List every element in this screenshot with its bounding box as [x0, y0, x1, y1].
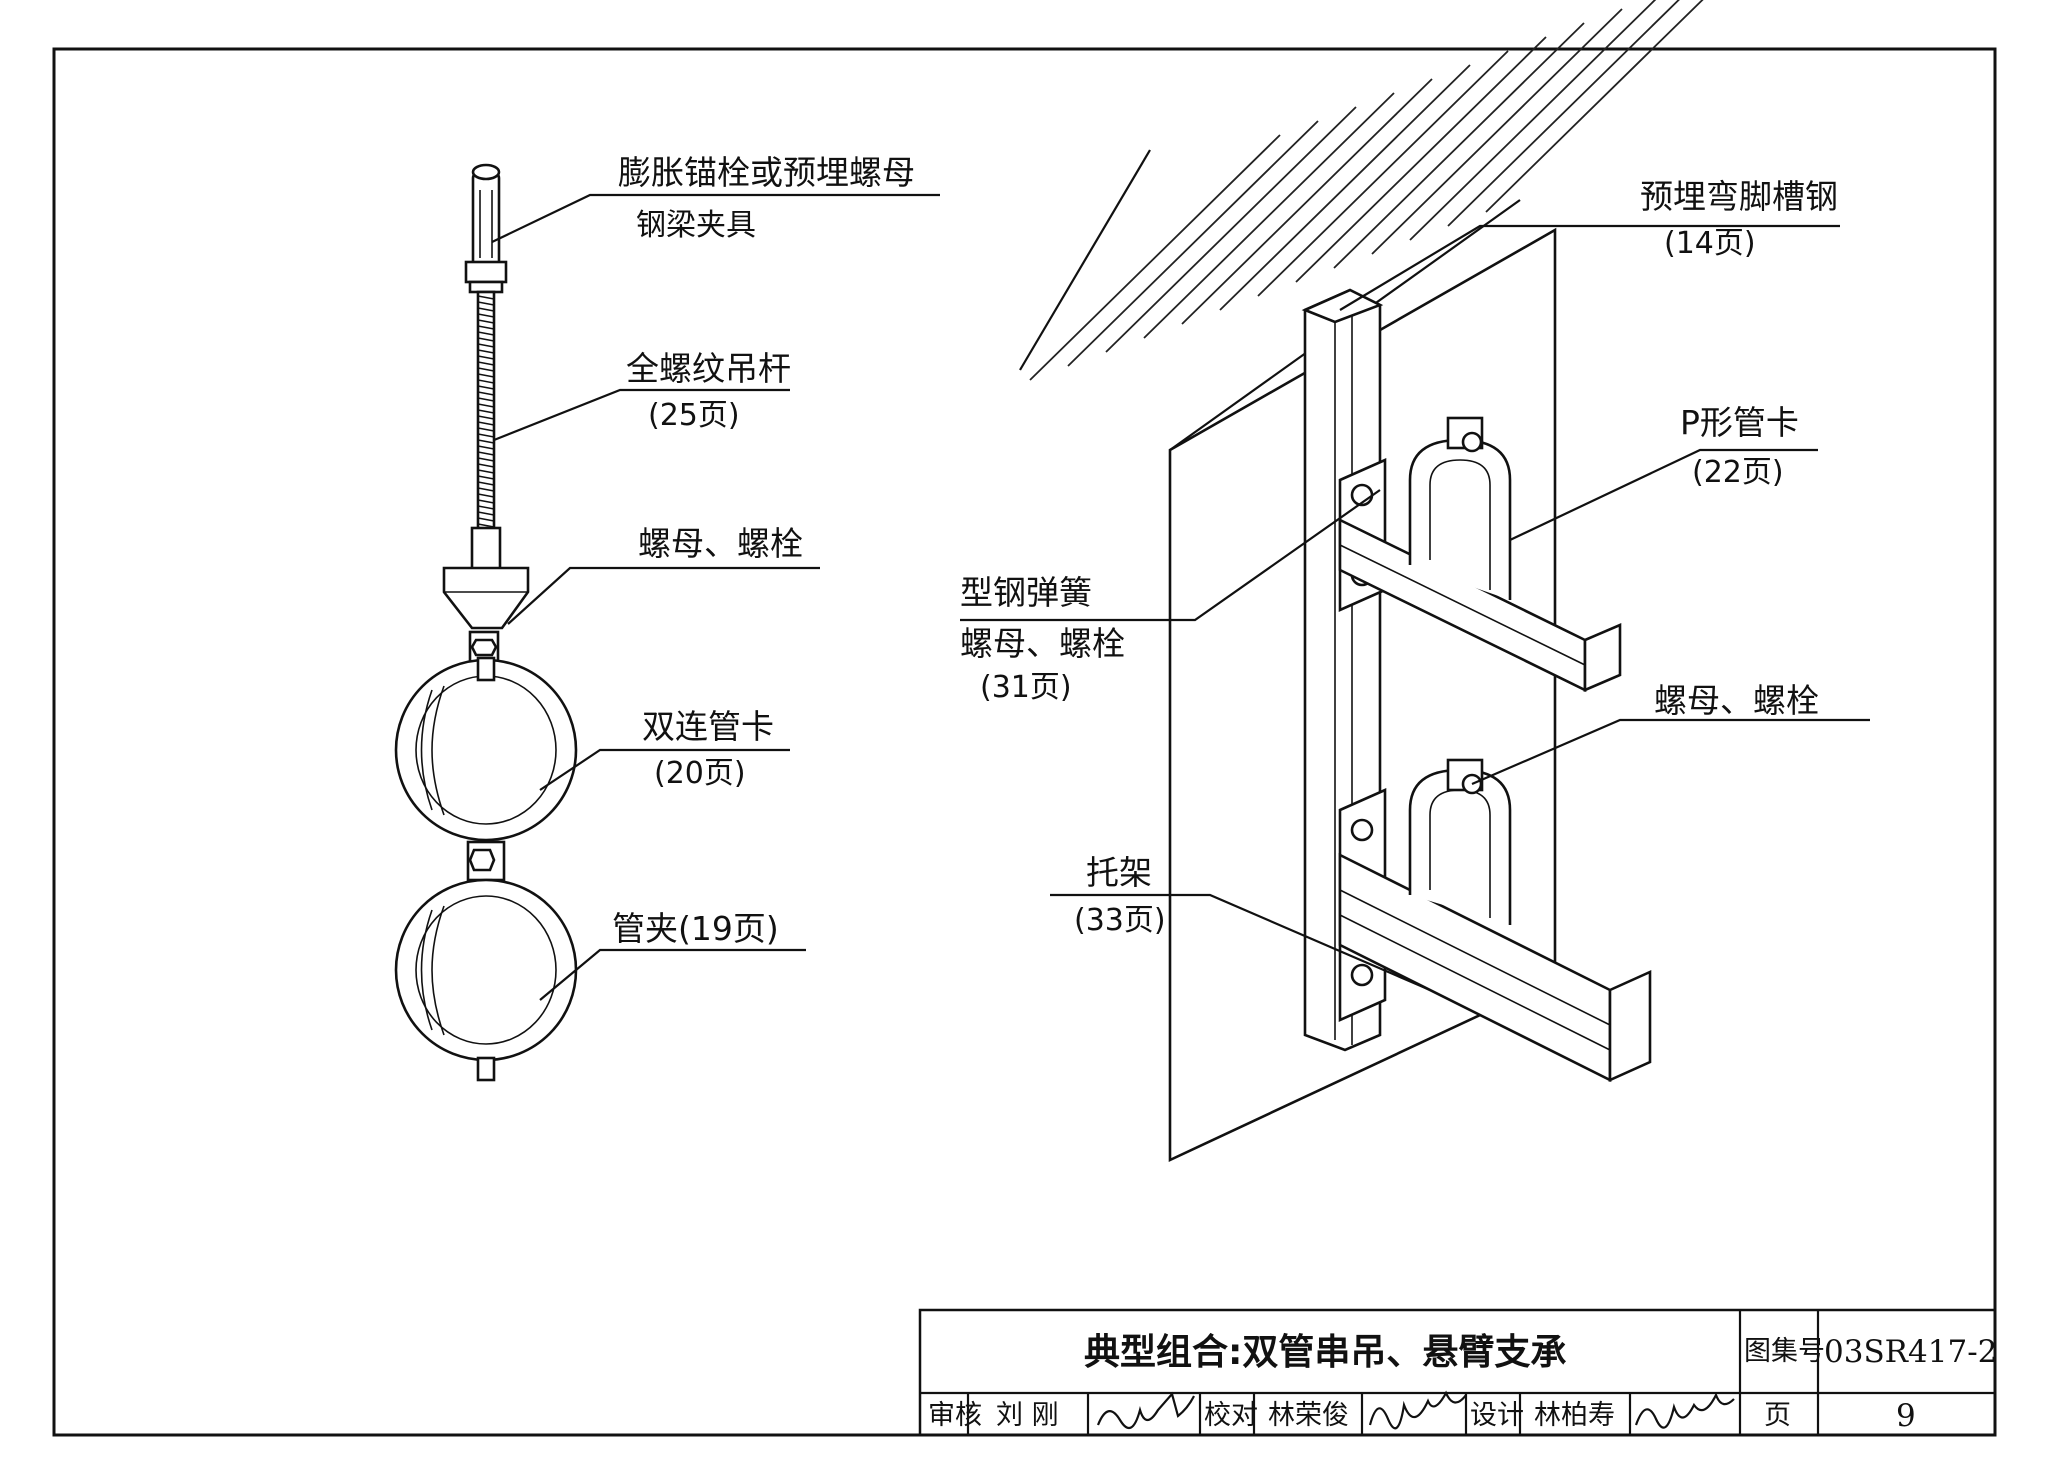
threaded-rod-page: (25页) [648, 398, 740, 433]
slab-hatch-line [1105, 106, 1357, 353]
drawing-title: 典型组合:双管串吊、悬臂支承 [1084, 1332, 1566, 1373]
rod-thread [477, 511, 495, 516]
designer-name: 林柏寿 [1534, 1400, 1615, 1431]
rod-thread [477, 343, 495, 348]
rod-thread [477, 307, 495, 312]
page-number: 9 [1896, 1398, 1916, 1434]
slab-hatch-line [1143, 92, 1395, 339]
bracket-label: 托架 [1086, 853, 1152, 892]
rod-thread [477, 505, 495, 510]
rod-thread [477, 361, 495, 366]
rod-thread [477, 391, 495, 396]
spring-nut-label: 型钢弹簧 [960, 573, 1092, 612]
rod-thread [477, 367, 495, 372]
checker-signature [1368, 1390, 1467, 1430]
spring-nut-bolt-label: 螺母、螺栓 [960, 624, 1125, 663]
rod-thread [477, 379, 495, 384]
slab-hatch-line [1067, 120, 1319, 367]
slab-hatch-line [1219, 64, 1471, 311]
embedded-channel-page: (14页) [1664, 226, 1756, 261]
slab-hatch-line [1409, 0, 1657, 241]
p-clamp-page: (22页) [1692, 455, 1784, 490]
rod-thread [477, 313, 495, 318]
slab-hatch-line [1333, 22, 1585, 269]
rod-thread [477, 301, 495, 306]
reviewer-signature [1096, 1391, 1195, 1430]
rod-thread [477, 409, 495, 414]
rod-thread [477, 295, 495, 300]
design-label: 设计 [1470, 1400, 1524, 1431]
page-label: 页 [1764, 1400, 1791, 1431]
rod-thread [477, 433, 495, 438]
slab-hatch-line [1485, 0, 1704, 213]
check-label: 校对 [1204, 1400, 1258, 1431]
slab-hatch-line [1257, 50, 1509, 297]
anchor-bolt-label: 膨胀锚栓或预埋螺母 [618, 153, 915, 192]
atlas-no-label: 图集号 [1744, 1336, 1825, 1367]
rod-thread [477, 397, 495, 402]
rod-thread [477, 421, 495, 426]
atlas-no: 03SR417-2 [1824, 1334, 1997, 1370]
rod-thread [477, 403, 495, 408]
beam-clamp-label: 钢梁夹具 [636, 208, 756, 243]
slab-hatch-line [1181, 78, 1433, 325]
rod-thread [477, 373, 495, 378]
rod-thread [477, 481, 495, 486]
double-clamp-page: (20页) [654, 756, 746, 791]
rod-thread [477, 463, 495, 468]
nut-bolt-label-right: 螺母、螺栓 [1654, 681, 1819, 720]
bracket-page: (33页) [1074, 903, 1166, 938]
rod-thread [477, 499, 495, 504]
designer-signature [1634, 1392, 1735, 1429]
rod-thread [477, 457, 495, 462]
rod-thread [477, 469, 495, 474]
review-label: 审核 [928, 1400, 982, 1431]
rod-thread [477, 427, 495, 432]
right-assembly-drawing [1019, 0, 1704, 1163]
rod-thread [477, 331, 495, 336]
rod-thread [477, 445, 495, 450]
double-clamp-label: 双连管卡 [642, 707, 774, 746]
pipe-clamp-label: 管夹(19页) [612, 909, 779, 948]
rod-thread [477, 439, 495, 444]
slab-hatch-line [1029, 134, 1281, 381]
slab-hatch-line [1371, 8, 1623, 255]
rod-thread [477, 325, 495, 330]
right-leaders [960, 224, 1870, 992]
spring-nut-page: (31页) [980, 670, 1072, 705]
rod-thread [477, 517, 495, 522]
slab-hatch-line [1295, 36, 1547, 283]
checker-name: 林荣俊 [1268, 1400, 1349, 1431]
rod-thread [477, 319, 495, 324]
reviewer-name: 刘 刚 [996, 1400, 1059, 1431]
rod-thread [477, 493, 495, 498]
left-assembly-drawing [394, 163, 578, 1082]
left-leaders [491, 193, 940, 1001]
slab-hatch-line [1447, 0, 1680, 227]
threaded-rod-label: 全螺纹吊杆 [626, 349, 791, 388]
rod-thread [477, 337, 495, 342]
nut-bolt-label-left: 螺母、螺栓 [638, 524, 803, 563]
rod-thread [477, 523, 495, 528]
rod-thread [477, 451, 495, 456]
rod-thread [477, 349, 495, 354]
title-block [918, 1308, 1997, 1437]
rod-thread [477, 487, 495, 492]
rod-thread [477, 385, 495, 390]
rod-thread [477, 475, 495, 480]
rod-thread [477, 355, 495, 360]
rod-thread [477, 415, 495, 420]
p-clamp-label: P形管卡 [1680, 403, 1799, 442]
embedded-channel-label: 预埋弯脚槽钢 [1640, 177, 1838, 216]
